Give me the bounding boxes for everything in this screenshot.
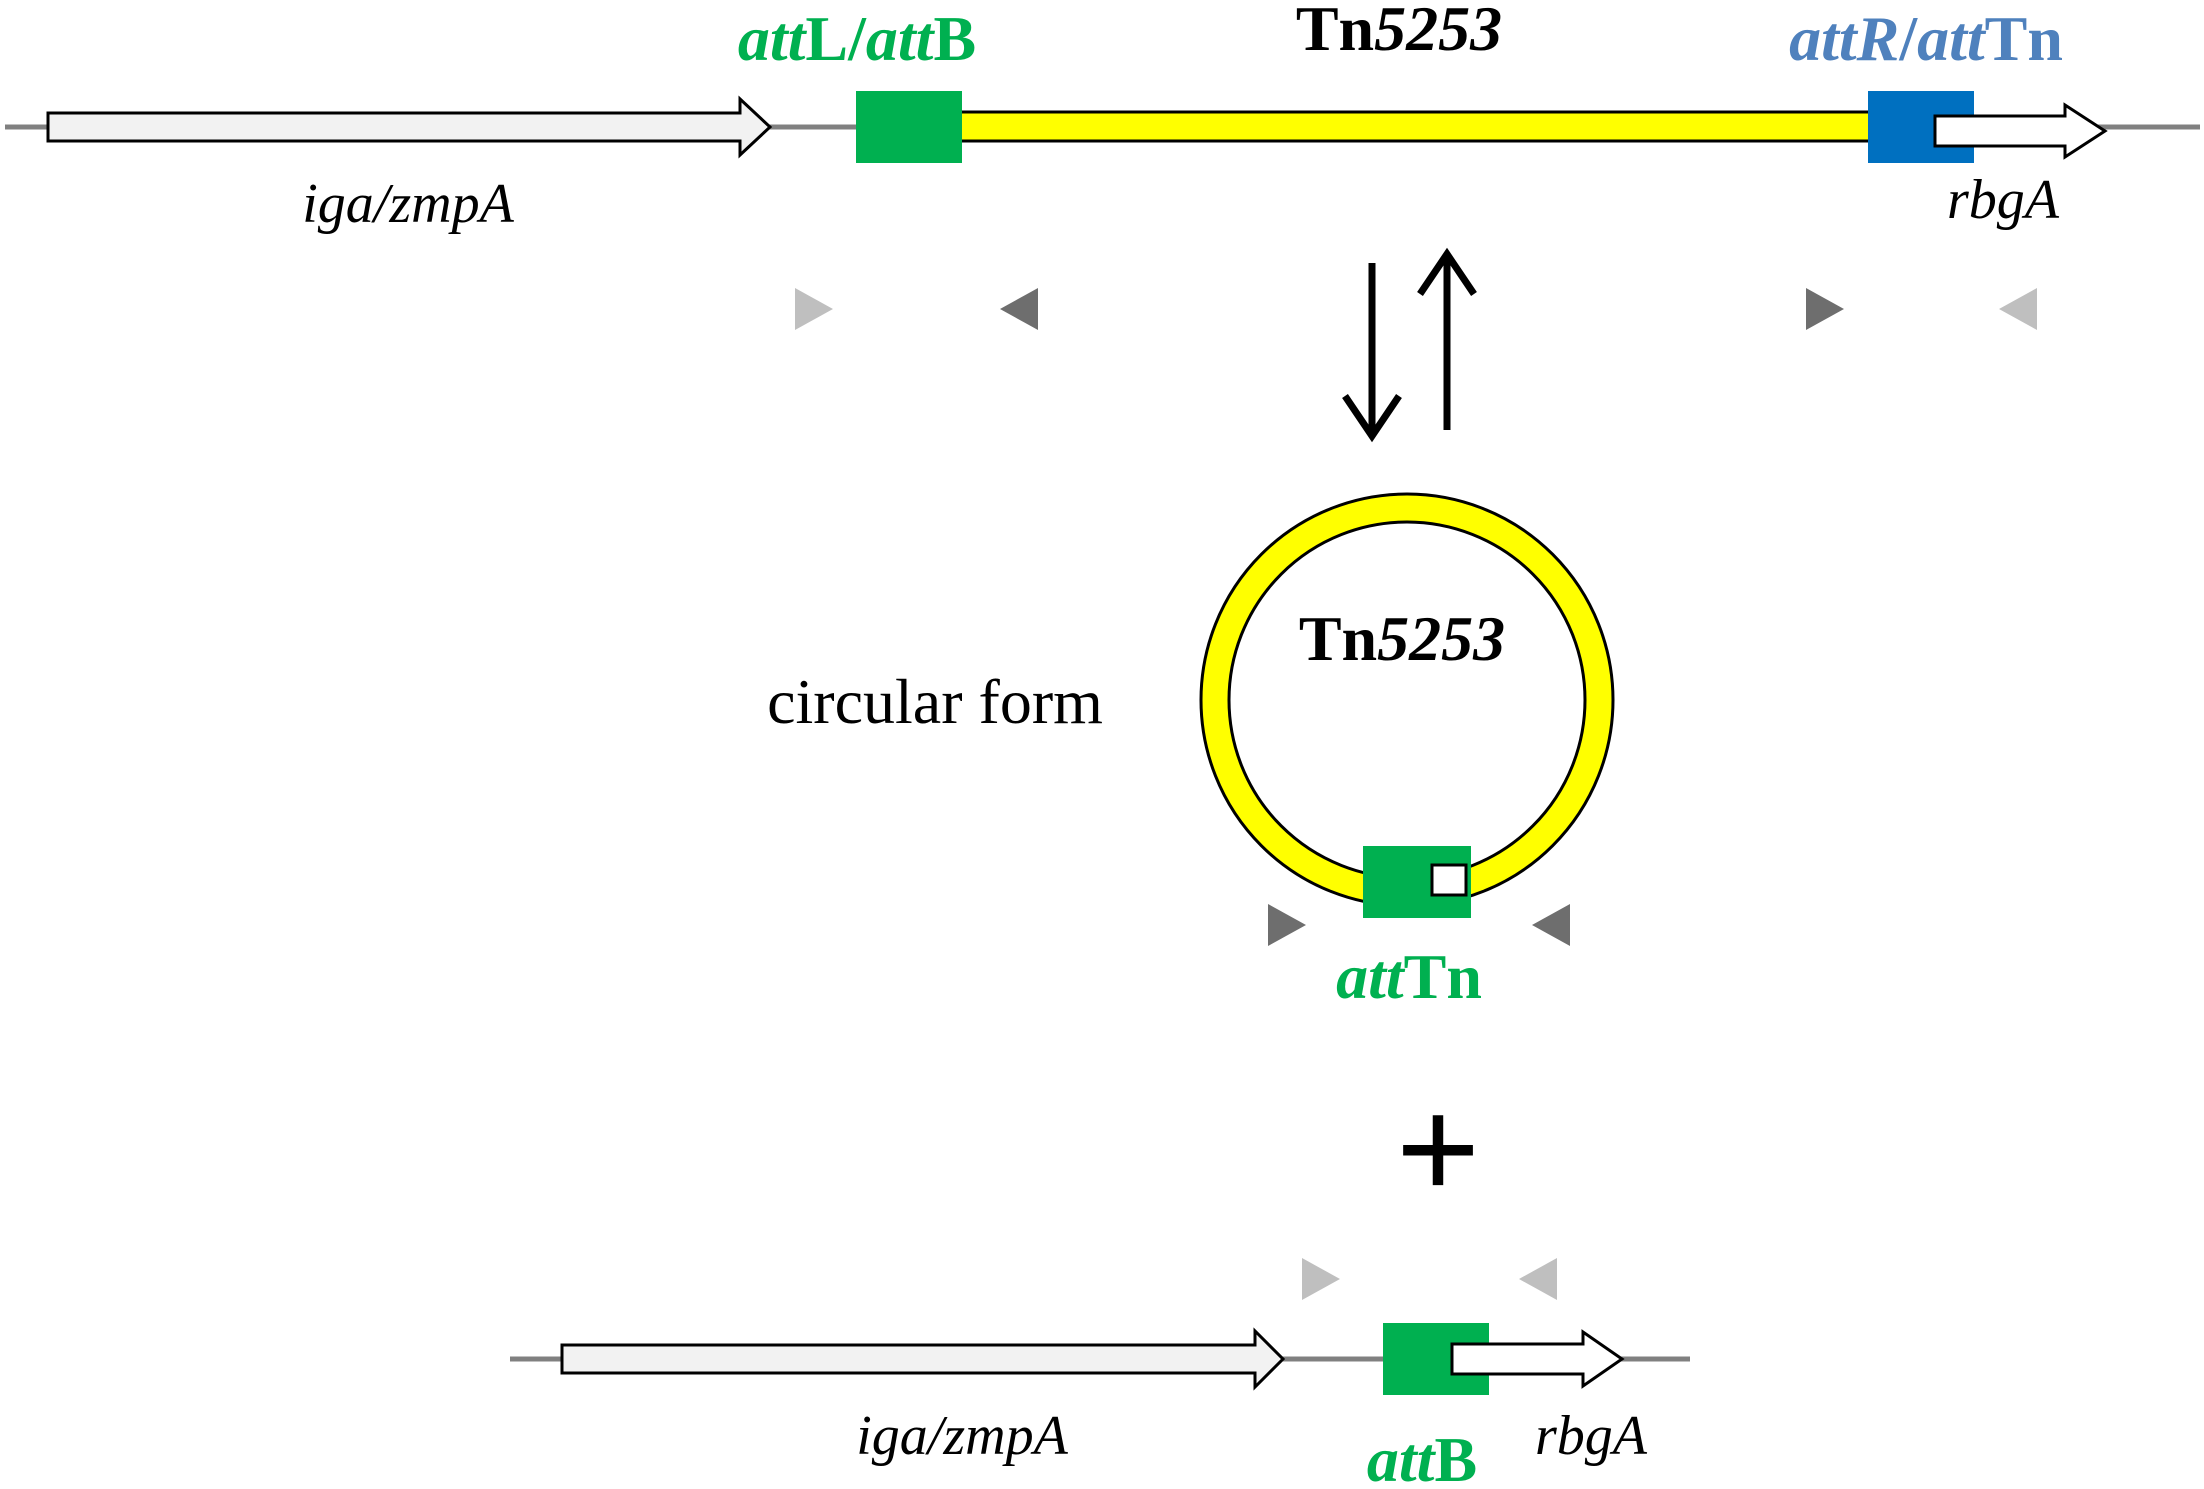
circular-attTn-label: attTn [1336,941,1482,1012]
excision-arrow-head [1342,394,1402,443]
circular-attTn-white-box [1430,863,1468,897]
circular-primer-left [1268,904,1306,946]
top-tn5253-bar [958,110,1872,143]
top-iga-zmpA-label: iga/zmpA [302,173,514,235]
top-attL-attB-label: attL/attB [738,3,976,74]
circular-tn5253-label: Tn5253 [1299,603,1505,674]
bottom-rbgA-gene-arrow [1450,1329,1625,1389]
circular-form-label: circular form [767,666,1103,737]
integration-arrow-head [1417,247,1477,296]
top-tn5253-label: Tn5253 [1296,0,1502,64]
integrated-element-row: attL/attB Tn5253 attR/attTn iga/zmpA rbg… [5,0,2200,330]
top-rbgA-label: rbgA [1947,169,2060,231]
plus-sign: + [1395,1067,1480,1233]
top-attR-attTn-label: attR/attTn [1789,3,2063,74]
circular-primer-right [1532,904,1570,946]
bottom-rbgA-label: rbgA [1535,1405,1648,1467]
top-primer-2 [1000,288,1038,330]
circular-form: Tn5253 circular form attTn [767,492,1615,1012]
bottom-iga-zmpA-gene-arrow [560,1327,1286,1391]
circular-tn5253-ring [1202,495,1612,905]
top-primer-4 [1999,288,2037,330]
empty-site-row: iga/zmpA rbgA attB [510,1258,1690,1489]
top-primer-1 [795,288,833,330]
reversible-arrows [1342,247,1477,443]
top-primer-3 [1806,288,1844,330]
top-iga-zmpA-gene-arrow [46,95,773,159]
bottom-attB-label: attB [1367,1424,1477,1489]
bottom-primer-left [1302,1258,1340,1300]
bottom-primer-right [1519,1258,1557,1300]
bottom-iga-zmpA-label: iga/zmpA [856,1405,1068,1467]
top-attL-box [856,91,962,163]
circular-ring-inner-edge [1227,520,1587,880]
top-rbgA-gene-arrow [1933,102,2108,160]
